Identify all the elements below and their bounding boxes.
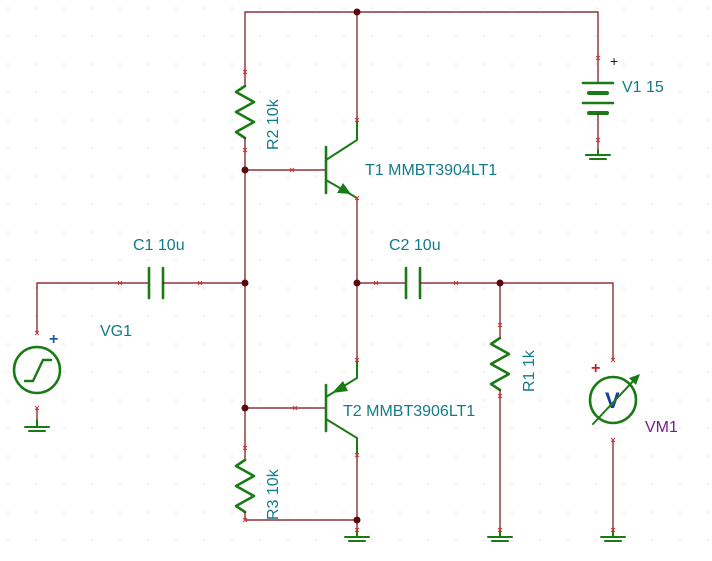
pin-marker bbox=[354, 527, 360, 533]
junction-dot bbox=[241, 404, 249, 412]
pin-marker bbox=[497, 393, 503, 399]
t1-emitter-arrow bbox=[337, 183, 351, 194]
pin-marker bbox=[354, 117, 360, 123]
pin-marker bbox=[610, 437, 616, 443]
voltmeter-vm1[interactable]: V + VM1 bbox=[588, 360, 678, 436]
pin-marker bbox=[497, 527, 503, 533]
junction-dot bbox=[241, 279, 249, 287]
pin-marker bbox=[453, 280, 459, 286]
pin-marker bbox=[242, 517, 248, 523]
junction-dot bbox=[241, 166, 249, 174]
ground-icon bbox=[487, 529, 513, 542]
c2-label: C2 10u bbox=[389, 237, 441, 254]
pin-marker bbox=[34, 330, 40, 336]
ground-symbols bbox=[24, 149, 626, 542]
t2-label: T2 MMBT3906LT1 bbox=[343, 403, 475, 420]
transistor-t1-npn[interactable]: T1 MMBT3904LT1 bbox=[291, 119, 497, 199]
pin-marker bbox=[242, 147, 248, 153]
junction-dot bbox=[353, 279, 361, 287]
resistor-r3[interactable]: R3 10k bbox=[234, 447, 282, 521]
vg1-label: VG1 bbox=[100, 323, 132, 340]
pin-marker bbox=[595, 55, 601, 61]
pin-marker bbox=[197, 280, 203, 286]
wire-c2-to-output[interactable] bbox=[455, 282, 614, 361]
transistor-t2-pnp[interactable]: T2 MMBT3906LT1 bbox=[294, 359, 475, 456]
v1-plus-mark: + bbox=[610, 53, 618, 69]
capacitor-c2[interactable]: C2 10u bbox=[375, 237, 457, 300]
junction-dot bbox=[353, 516, 361, 524]
ground-icon bbox=[344, 529, 370, 542]
pin-marker bbox=[595, 137, 601, 143]
pin-marker bbox=[373, 280, 379, 286]
ground-icon bbox=[24, 419, 50, 432]
pin-markers bbox=[34, 55, 616, 533]
pin-marker bbox=[610, 527, 616, 533]
pin-marker bbox=[242, 69, 248, 75]
vg1-plus-mark: + bbox=[49, 331, 58, 348]
vm1-arrow-head bbox=[629, 374, 640, 385]
ground-icon bbox=[600, 529, 626, 542]
r2-label: R2 10k bbox=[265, 98, 282, 150]
wires bbox=[36, 11, 614, 531]
pin-marker bbox=[354, 452, 360, 458]
c1-label: C1 10u bbox=[133, 237, 185, 254]
t1-label: T1 MMBT3904LT1 bbox=[365, 162, 497, 179]
t2-emitter-arrow bbox=[332, 381, 348, 393]
signal-generator-vg1[interactable]: + VG1 bbox=[12, 323, 132, 395]
vm1-label: VM1 bbox=[645, 419, 678, 436]
r3-label: R3 10k bbox=[265, 468, 282, 520]
pin-marker bbox=[242, 445, 248, 451]
battery-v1[interactable]: + V1 15 bbox=[581, 53, 664, 141]
junctions bbox=[241, 8, 504, 524]
wire-vg1-to-c1[interactable] bbox=[36, 282, 121, 334]
wire-top-rail[interactable] bbox=[244, 11, 599, 59]
pin-marker bbox=[117, 280, 123, 286]
background-grid bbox=[7, 7, 709, 541]
v1-label: V1 15 bbox=[622, 79, 664, 96]
pin-marker bbox=[354, 195, 360, 201]
resistor-r2[interactable]: R2 10k bbox=[234, 71, 282, 151]
ground-icon bbox=[585, 149, 611, 160]
junction-dot bbox=[353, 8, 361, 16]
pin-marker bbox=[354, 357, 360, 363]
r1-label: R1 1k bbox=[521, 349, 538, 392]
vm1-plus-mark: + bbox=[591, 360, 600, 377]
pin-marker bbox=[292, 405, 298, 411]
resistor-r1[interactable]: R1 1k bbox=[489, 324, 538, 397]
capacitor-c1[interactable]: C1 10u bbox=[119, 237, 201, 300]
pin-marker bbox=[34, 405, 40, 411]
pin-marker bbox=[289, 167, 295, 173]
junction-dot bbox=[496, 279, 504, 287]
pin-marker bbox=[610, 357, 616, 363]
pin-marker bbox=[497, 322, 503, 328]
